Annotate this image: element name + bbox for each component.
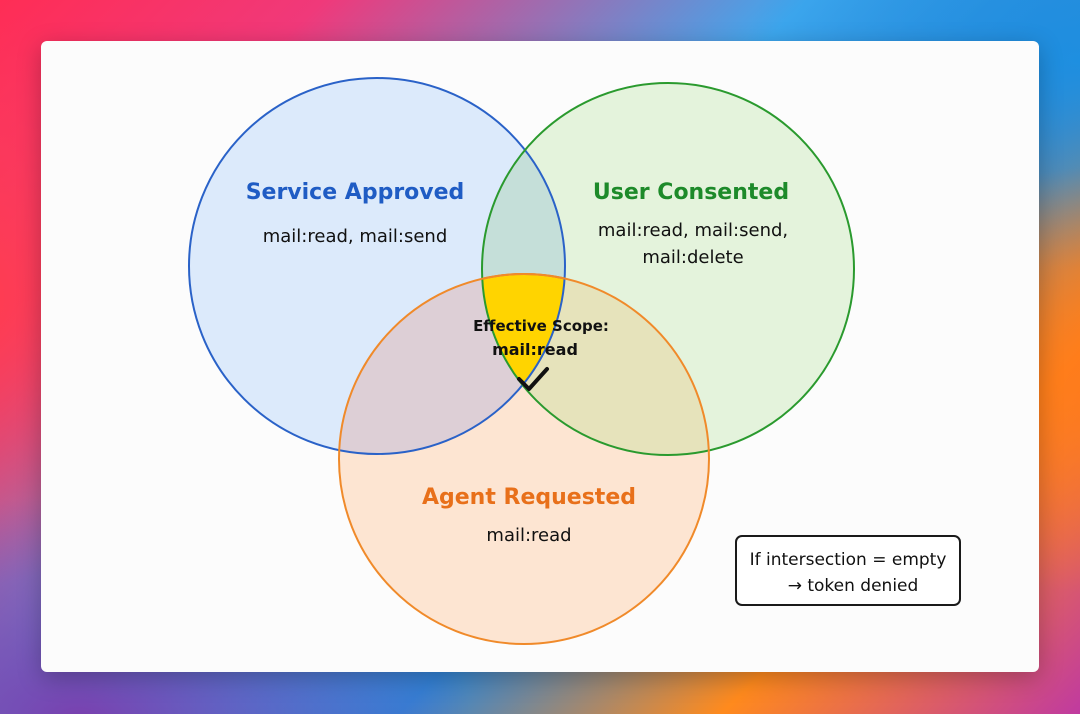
venn-diagram: Service Approved mail:read, mail:send Us… — [188, 77, 855, 645]
user-agent-overlap — [482, 274, 709, 455]
note-line1: If intersection = empty — [749, 550, 947, 570]
service-agent-overlap — [339, 274, 565, 454]
user-consented-scopes-line1: mail:read, mail:send, — [598, 220, 788, 241]
agent-requested-title: Agent Requested — [422, 485, 636, 510]
service-approved-scopes: mail:read, mail:send — [263, 226, 448, 247]
user-consented-title: User Consented — [593, 180, 789, 205]
note-line2: → token denied — [787, 576, 919, 596]
agent-requested-scopes: mail:read — [486, 525, 571, 546]
user-consented-scopes-line2: mail:delete — [642, 247, 743, 268]
checkmark-icon — [517, 367, 549, 391]
agent-circle-outline — [338, 273, 710, 645]
empty-intersection-note: If intersection = empty → token denied — [735, 535, 961, 606]
effective-scope-label: Effective Scope: — [473, 317, 609, 335]
service-circle-outline — [188, 77, 566, 455]
user-circle-outline — [481, 82, 855, 456]
diagram-card: Service Approved mail:read, mail:send Us… — [41, 41, 1039, 672]
effective-scope-value: mail:read — [492, 340, 578, 359]
service-approved-title: Service Approved — [246, 180, 465, 205]
